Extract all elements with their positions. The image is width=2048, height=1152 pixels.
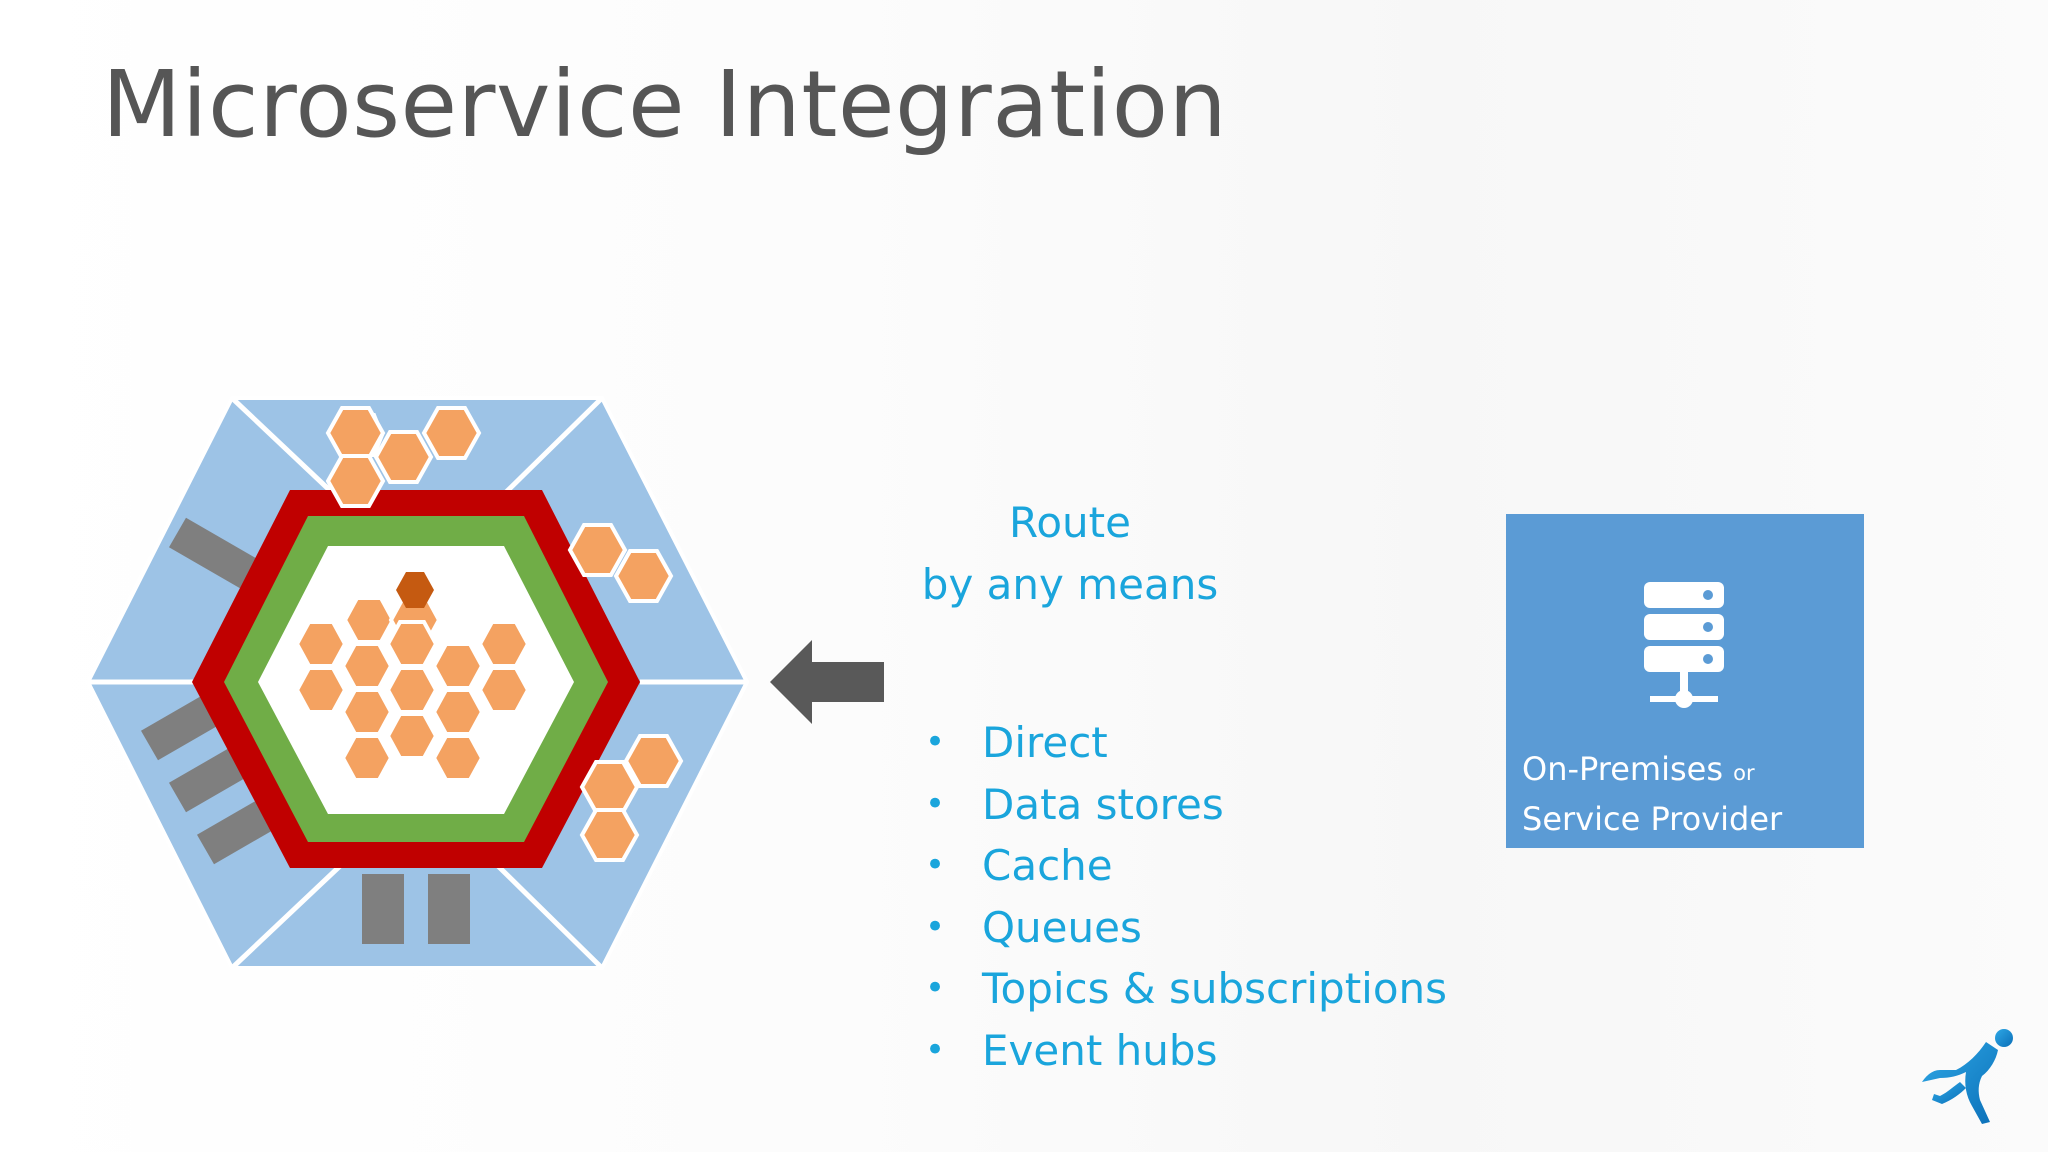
inner-honeycomb (294, 596, 531, 782)
slide-title: Microservice Integration (102, 51, 1228, 158)
list-item-label: Topics & subscriptions (982, 964, 1448, 1013)
provider-label-main: On-Premises (1522, 750, 1723, 788)
list-item-label: Cache (982, 841, 1113, 890)
list-item: • Cache (920, 835, 1447, 897)
highlighted-service-hex (396, 572, 434, 608)
list-item: • Queues (920, 897, 1447, 959)
hexagon-dividers (88, 396, 747, 970)
list-item-label: Queues (982, 902, 1142, 952)
route-label: Route by any means (905, 492, 1235, 616)
arrow-left-icon (770, 640, 884, 724)
integration-options-list: • Direct • Data stores • Cache • Queues • Top… (920, 712, 1447, 1081)
provider-label: On-Premises or Service Provider (1522, 746, 1782, 842)
runner-logo-icon (1922, 1029, 2013, 1124)
provider-label-or: or (1733, 761, 1755, 785)
service-provider-box: On-Premises or Service Provider (1506, 514, 1864, 848)
list-item-label: Direct (982, 718, 1108, 767)
bullet-icon: • (925, 845, 946, 885)
list-item: • Data stores (920, 774, 1447, 836)
outer-hex-clusters (325, 406, 684, 862)
route-label-line2: by any means (921, 560, 1219, 609)
hexagon-architecture-diagram (85, 396, 750, 970)
provider-label-line2: Service Provider (1522, 800, 1783, 838)
list-item-label: Data stores (982, 779, 1224, 829)
list-item: • Topics & subscriptions (920, 958, 1447, 1020)
bullet-icon: • (925, 722, 946, 762)
route-label-line1: Route (1009, 498, 1131, 547)
bullet-icon: • (925, 783, 946, 824)
provider-label-line1: On-Premises or (1522, 746, 1782, 796)
bullet-icon: • (925, 968, 946, 1008)
server-icon (1644, 582, 1724, 708)
list-item-label: Event hubs (982, 1025, 1218, 1075)
list-item: • Direct (920, 712, 1447, 774)
bullet-icon: • (925, 1029, 946, 1070)
bullet-icon: • (925, 906, 946, 947)
list-item: • Event hubs (920, 1020, 1447, 1082)
